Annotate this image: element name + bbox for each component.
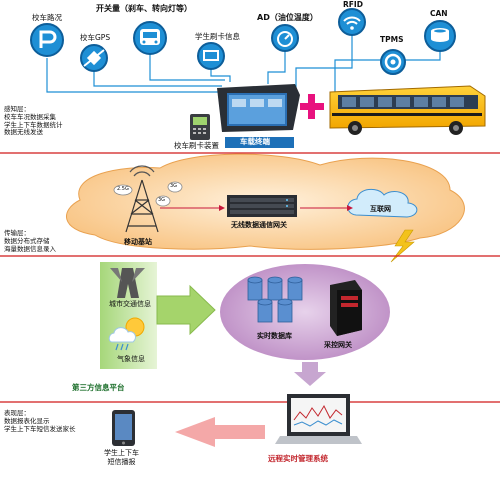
ad-label: AD（油位温度）: [257, 13, 318, 22]
arrow-system-to-phone: [175, 417, 265, 447]
tpms-label: TPMS: [380, 35, 404, 44]
data-center-ellipse: [220, 264, 390, 360]
transport-layer-text: 传输层： 数据分布式存储 海量数据信息录入: [4, 229, 56, 253]
presentation-layer-line-2: 学生上下车短信发送家长: [4, 424, 76, 433]
wifi-icon: [338, 8, 366, 36]
badge-icons: [113, 181, 183, 207]
perception-layer-text: 感知层： 校车车况数据采集 学生上下车数据统计 数据无线发送: [4, 105, 63, 137]
perception-layer-line-2: 学生上下车数据统计: [4, 120, 63, 129]
internet-label: 互联网: [370, 205, 391, 213]
system-label: 远程实时管理系统: [268, 454, 328, 463]
transport-layer-line-2: 海量数据信息录入: [4, 244, 56, 253]
platform-label: 第三方信息平台: [72, 383, 125, 392]
badge-3g-b: 3G: [158, 197, 166, 203]
traffic-label: 城市交通信息: [109, 300, 151, 308]
badge-3g-a: 3G: [170, 183, 178, 189]
laptop-icon: [275, 394, 362, 444]
gateway-label: 无线数据通信网关: [231, 221, 287, 229]
bus-front-icon: [133, 21, 167, 55]
gauge-icon: [271, 24, 299, 52]
plus-icon: [300, 94, 324, 119]
phone-label: 学生上下车 短信播报: [104, 449, 139, 466]
can-label: CAN: [430, 9, 448, 18]
database-label: 实时数据库: [257, 332, 292, 340]
vehicle-terminal-device: [217, 84, 300, 132]
presentation-layer-text: 表现层： 数据报表化显示 学生上下车短信发送家长: [4, 409, 76, 433]
gps-label: 校车GPS: [80, 33, 111, 42]
cell-tower-icon: [125, 165, 159, 233]
weather-icon: [108, 317, 145, 351]
satellite-icon: [80, 44, 108, 72]
school-bus-image: [329, 85, 486, 135]
database-icon: [247, 276, 303, 323]
terminal-label-box: [225, 137, 294, 148]
terminal-label: 车载终端: [240, 137, 270, 146]
can-bus-icon: [424, 20, 456, 52]
road-icon: [110, 268, 145, 298]
firewall-label: 采控网关: [324, 341, 352, 349]
arrow-third-party-to-center: [156, 284, 216, 336]
gateway-rack-icon: [227, 195, 297, 217]
perception-layer-line-1: 校车车况数据采集: [4, 112, 56, 121]
card-info-label: 学生刷卡信息: [195, 32, 240, 41]
card-device-label: 校车刷卡装置: [174, 141, 219, 150]
station-label: 移动基站: [124, 238, 152, 246]
tire-icon: [380, 49, 406, 75]
card-reader-device: [190, 114, 210, 140]
weather-label: 气象信息: [117, 355, 145, 363]
card-screen-icon: [197, 42, 225, 70]
phone-icon: [112, 410, 135, 446]
presentation-layer-line-1: 数据报表化显示: [4, 416, 50, 425]
transport-layer-title: 传输层：: [4, 229, 30, 237]
switch-label: 开关量（刹车、转向灯等）: [96, 4, 192, 13]
internet-cloud-icon: [347, 188, 418, 218]
lightning-icon: [390, 229, 415, 263]
route-label: 校车路况: [32, 13, 62, 22]
server-icon: [330, 280, 362, 336]
transport-layer-line-1: 数据分布式存储: [4, 236, 50, 245]
route-icon: [30, 23, 64, 57]
rfid-label: RFID: [343, 0, 363, 9]
perception-layer-line-3: 数据无线发送: [4, 128, 43, 137]
badge-2-5g: 2.5G: [117, 186, 129, 192]
arrow-center-to-system: [294, 362, 326, 386]
perception-layer-title: 感知层：: [4, 105, 30, 113]
presentation-layer-title: 表现层：: [4, 409, 30, 417]
